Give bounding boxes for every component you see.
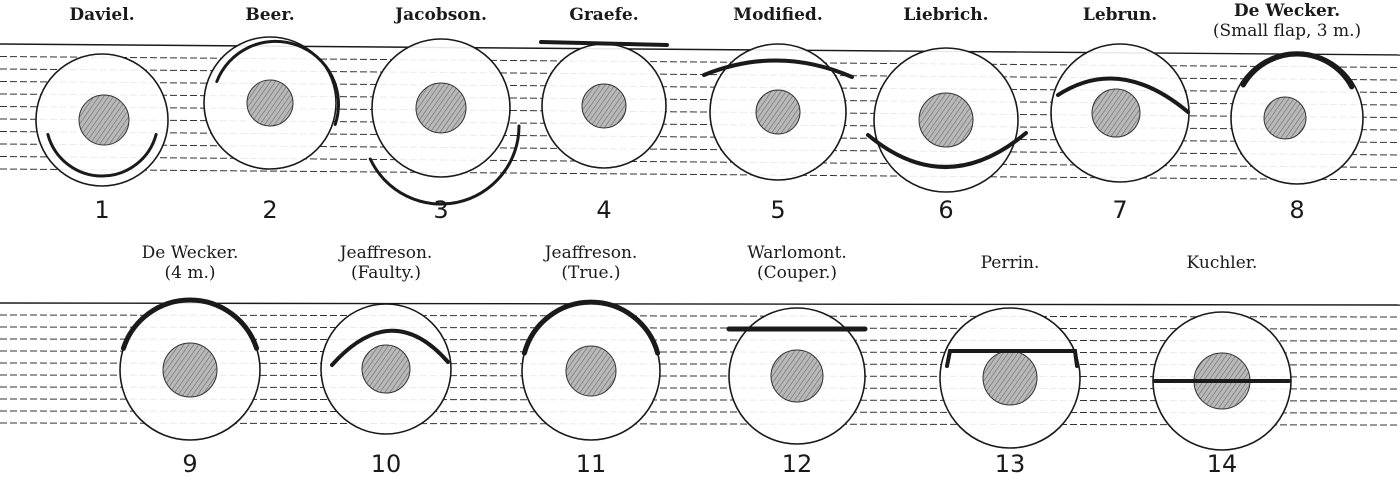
band-top-line — [0, 43, 1400, 56]
eye-diagram-4 — [539, 40, 669, 169]
pupil — [1263, 96, 1307, 140]
method-label: De Wecker. — [142, 243, 239, 263]
eye-diagram-7 — [1050, 43, 1190, 183]
pupil — [415, 82, 467, 134]
pupil — [581, 83, 627, 129]
incision-mark — [539, 40, 669, 47]
incision-mark — [1240, 51, 1355, 90]
pupil — [982, 350, 1038, 406]
band-dashed-line — [0, 143, 1400, 156]
pupil — [78, 94, 130, 146]
method-label: Perrin. — [981, 253, 1040, 273]
figure-number: 6 — [938, 196, 953, 224]
pupil — [246, 79, 294, 127]
figure-number: 1 — [94, 196, 109, 224]
incision-mark — [866, 131, 1028, 169]
figure-number: 2 — [262, 196, 277, 224]
method-label: Kuchler. — [1187, 253, 1258, 273]
pupil — [918, 92, 974, 148]
method-label: Warlomont. — [747, 243, 846, 263]
figure-number: 8 — [1289, 196, 1304, 224]
eye-diagram-1 — [35, 53, 169, 187]
label-layer: Daviel. 1 Beer. 2 Jacobson. 3 Graefe. 4 Modified… — [69, 1, 1361, 477]
eye-diagram-8 — [1230, 51, 1364, 185]
band-top-line — [0, 302, 1400, 306]
eye-diagram-14 — [1152, 311, 1292, 451]
figure-number: 14 — [1207, 450, 1238, 477]
figure-number: 9 — [182, 450, 197, 477]
method-label: Modified. — [733, 5, 822, 25]
incision-mark — [521, 299, 661, 356]
band-dashed-line — [0, 168, 1400, 181]
incision-mark — [46, 133, 158, 178]
method-label: Daviel. — [69, 5, 134, 25]
method-label: Jacobson. — [393, 5, 487, 25]
figure-number: 13 — [995, 450, 1026, 477]
band-dashed-line — [0, 131, 1400, 143]
figure-number: 3 — [433, 196, 448, 224]
pupil — [755, 89, 801, 135]
eye-diagram-2 — [203, 36, 340, 170]
eye-diagram-3 — [368, 38, 521, 206]
incision-mark — [945, 349, 1079, 368]
method-label: (4 m.) — [164, 263, 215, 283]
figure-number: 7 — [1112, 196, 1127, 224]
eye-diagram-13 — [939, 307, 1081, 449]
band-dashed-line — [0, 56, 1400, 68]
pupil — [361, 344, 411, 394]
method-label: De Wecker. — [1234, 1, 1340, 21]
method-label: (Small flap, 3 m.) — [1213, 21, 1361, 41]
figure-number: 5 — [770, 196, 785, 224]
eye-diagram-10 — [320, 303, 452, 435]
pupil — [162, 342, 218, 398]
incision-mark — [702, 58, 854, 79]
incision-mark — [330, 328, 450, 367]
incision-mark — [1056, 76, 1190, 114]
figure-number: 4 — [596, 196, 611, 224]
figure-number: 11 — [576, 450, 607, 477]
method-label: Beer. — [245, 5, 294, 25]
eye-diagram-12 — [726, 307, 868, 445]
figure-number: 10 — [371, 450, 402, 477]
pupil — [770, 349, 824, 403]
method-label: Lebrun. — [1083, 5, 1157, 25]
method-label: Jeaffreson. — [338, 243, 433, 263]
incision-mark — [368, 124, 521, 206]
incision-mark — [120, 297, 260, 351]
figure-number: 12 — [782, 450, 813, 477]
eye-diagram-6 — [866, 47, 1028, 193]
eye-diagram-layer — [35, 36, 1364, 451]
method-label: Graefe. — [569, 5, 638, 25]
pupil — [1091, 88, 1141, 138]
pupil — [565, 345, 617, 397]
method-label: (True.) — [561, 263, 620, 283]
incision-mark — [215, 39, 340, 126]
band-dashed-line — [0, 156, 1400, 168]
method-label: Jeaffreson. — [543, 243, 638, 263]
method-label: (Faulty.) — [351, 263, 421, 283]
method-label: (Couper.) — [757, 263, 837, 283]
eye-diagram-5 — [702, 43, 854, 181]
eye-diagram-11 — [521, 299, 661, 441]
method-label: Liebrich. — [903, 5, 988, 25]
eye-diagram-9 — [119, 297, 261, 441]
